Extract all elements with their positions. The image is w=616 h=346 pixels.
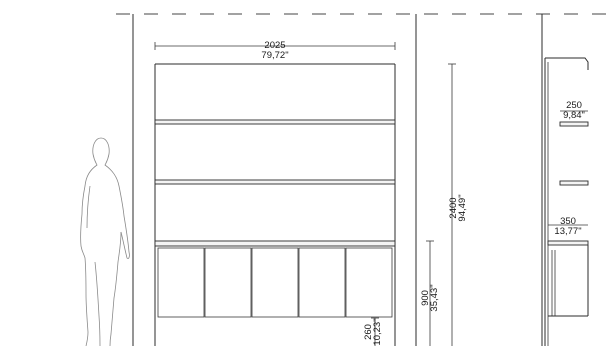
side-sideboard-top <box>547 240 589 246</box>
height-mm-label: 2400 <box>448 197 459 218</box>
side-view <box>544 57 589 346</box>
sideboard-height-mm-label: 900 <box>420 290 431 306</box>
door-4 <box>298 247 346 318</box>
shelf-depth-inch-label: 9,84" <box>563 110 585 121</box>
human-figure <box>80 137 130 346</box>
cabinet-depth-mm-label: 350 <box>560 216 576 227</box>
door-5 <box>345 247 393 318</box>
shelf-depth-dimension: 250 9,84" <box>560 100 588 121</box>
side-top <box>545 57 589 70</box>
cabinet-depth-inch-label: 13,77" <box>554 226 581 237</box>
shelf-depth-mm-label: 250 <box>566 100 582 111</box>
height-dimension: 2400 94,49" <box>448 63 468 346</box>
side-shelf-1 <box>559 121 589 127</box>
shelf-1 <box>154 119 396 125</box>
height-inch-label: 94,49" <box>457 194 468 221</box>
width-dimension: 2025 79,72" <box>154 40 396 61</box>
plinth-mm-label: 260 <box>363 324 374 340</box>
door-3 <box>251 247 299 318</box>
door-2 <box>204 247 252 318</box>
plinth-inch-label: 10,23" <box>372 318 383 345</box>
shelf-2 <box>154 179 396 185</box>
sideboard-doors <box>157 247 393 318</box>
door-1 <box>157 247 205 318</box>
side-shelf-2 <box>559 180 589 186</box>
sideboard-top <box>154 240 396 247</box>
width-inch-label: 79,72" <box>261 50 288 61</box>
bookcase-front <box>154 63 396 346</box>
sideboard-height-dimension: 900 35,43" <box>420 240 440 346</box>
cabinet-depth-dimension: 350 13,77" <box>548 216 588 237</box>
plinth-dimension: 260 10,23" <box>363 317 383 346</box>
sideboard-height-inch-label: 35,43" <box>429 284 440 311</box>
width-mm-label: 2025 <box>264 40 285 51</box>
